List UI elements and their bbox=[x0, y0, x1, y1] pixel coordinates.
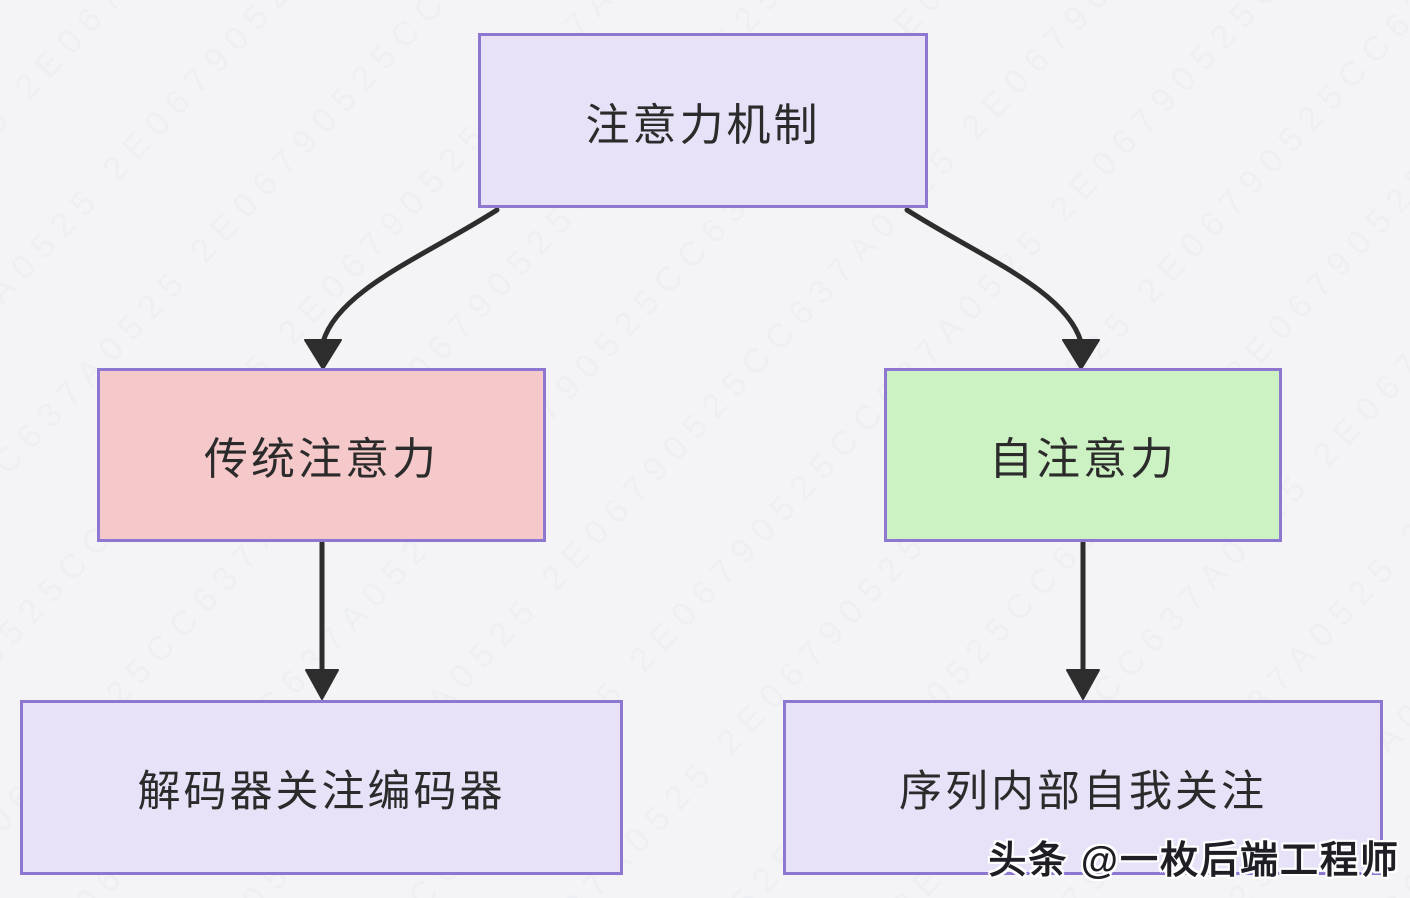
arrowhead-traditional-to-decoder bbox=[305, 669, 339, 700]
arrowhead-root-to-self bbox=[1062, 339, 1100, 370]
node-label: 序列内部自我关注 bbox=[899, 767, 1267, 816]
node-label: 自注意力 bbox=[989, 435, 1177, 484]
node-label: 注意力机制 bbox=[585, 100, 821, 150]
watermark-toutiao: 头条 @一枚后端工程师 bbox=[988, 840, 1400, 882]
arrow-root-to-traditional bbox=[320, 207, 500, 345]
arrowhead-root-to-traditional bbox=[304, 339, 342, 370]
node-self-attention: 自注意力 bbox=[884, 368, 1282, 542]
node-attention-mechanism: 注意力机制 bbox=[478, 33, 928, 208]
arrowhead-self-to-sequence bbox=[1066, 669, 1100, 700]
node-label: 传统注意力 bbox=[204, 435, 439, 484]
node-label: 解码器关注编码器 bbox=[137, 767, 506, 816]
arrow-root-to-self bbox=[904, 207, 1084, 345]
node-decoder-attends-encoder: 解码器关注编码器 bbox=[20, 700, 623, 875]
node-traditional-attention: 传统注意力 bbox=[97, 368, 546, 542]
node-sequence-internal-attention: 序列内部自我关注 bbox=[783, 700, 1383, 875]
